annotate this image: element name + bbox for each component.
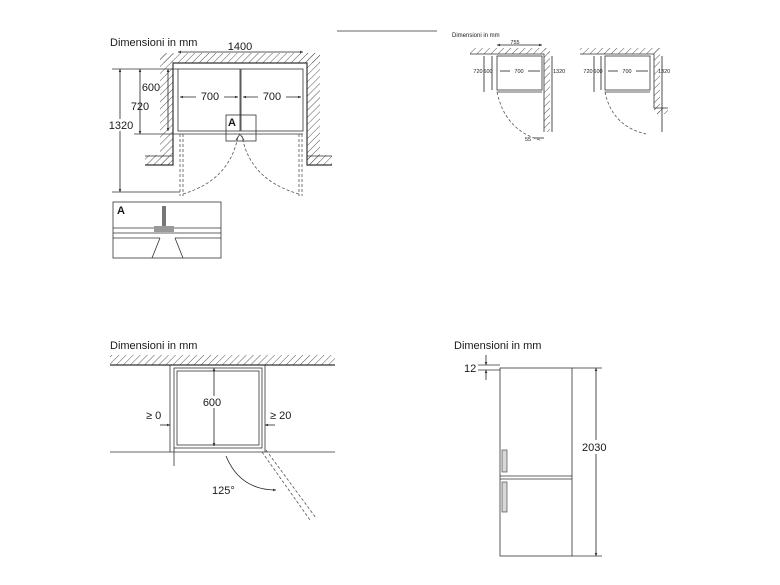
dim-1400: 1400 [228, 41, 252, 53]
door-open-line [261, 451, 311, 521]
title-bottom-right: Dimensioni in mm [454, 340, 541, 352]
tr-left-720: 720 [473, 69, 482, 75]
dim-700-right: 700 [263, 91, 281, 103]
handle-upper [501, 449, 508, 473]
title-bottom-left: Dimensioni in mm [110, 340, 197, 352]
fridge-front [499, 367, 573, 557]
tr-left-1320: 1320 [553, 69, 565, 75]
tr-right-700: 700 [622, 69, 631, 75]
niche-outline [145, 62, 332, 166]
wall-hatch-bottom [110, 355, 335, 365]
dim-720: 720 [131, 101, 149, 113]
door-swing-right [241, 135, 300, 195]
panel-bottom-left: Dimensioni in mm 600 ≥ 0 ≥ 20 125° [110, 340, 335, 521]
bl-gap-left: ≥ 0 [146, 410, 161, 422]
tr-left-700: 700 [514, 69, 523, 75]
angle-arc [225, 455, 277, 492]
bl-angle: 125° [212, 485, 235, 497]
panel-bottom-right: Dimensioni in mm 12 2030 [454, 340, 610, 557]
detail-box-label: A [117, 205, 125, 217]
fridge-right-body [240, 68, 304, 132]
bl-gap-right: ≥ 20 [270, 410, 291, 422]
tr-right-1320: 1320 [658, 69, 670, 75]
br-dim-12: 12 [464, 363, 476, 375]
detail-marker-a: A [228, 117, 236, 129]
dim-1320: 1320 [109, 120, 133, 132]
bl-dim-600: 600 [203, 397, 221, 409]
tr-right-720: 720 [583, 69, 592, 75]
fridge-body-plan [173, 367, 263, 449]
br-dim-2030: 2030 [582, 442, 606, 454]
plan-small-right: 700 720 600 1320 [580, 48, 670, 135]
dim-600: 600 [142, 82, 160, 94]
tr-left-600: 600 [483, 69, 492, 75]
dim-700-left: 700 [201, 91, 219, 103]
panel-top-right: Dimensioni in mm 755 700 720 600 1320 55 [452, 33, 670, 143]
title-top-right: Dimensioni in mm [452, 33, 500, 39]
wall-hatch [145, 53, 332, 165]
fridge-left-body [177, 68, 241, 132]
door-swing-left [182, 135, 239, 195]
tr-left-755: 755 [510, 40, 519, 46]
handle-lower [501, 481, 508, 513]
panel-top-left: Dimensioni in mm 1400 700 [108, 37, 332, 259]
detail-box-a: A [112, 201, 222, 259]
tr-left-55: 55 [525, 137, 531, 143]
plan-small-left: 755 700 720 600 1320 55 [470, 40, 565, 143]
tr-right-600: 600 [593, 69, 602, 75]
title-top-left: Dimensioni in mm [110, 37, 197, 49]
detail-marker-box [225, 114, 257, 142]
